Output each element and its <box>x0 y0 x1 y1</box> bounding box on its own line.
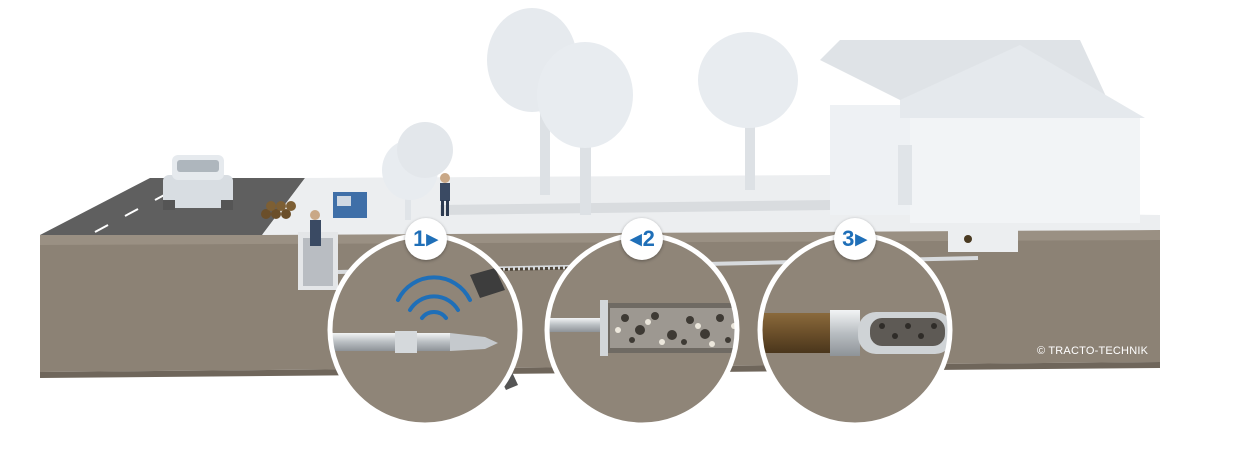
magnifier-step-1 <box>327 232 523 428</box>
step-number: 2 <box>642 226 655 251</box>
step-1-badge: 1 ▶ <box>405 218 447 260</box>
house <box>820 40 1145 223</box>
step-2-badge: ◀ 2 <box>621 218 663 260</box>
gravel <box>621 312 731 345</box>
step-3-badge: 3 ▶ <box>834 218 876 260</box>
arrow-right-icon: ▶ <box>855 230 867 248</box>
tree <box>382 122 453 220</box>
machine <box>333 192 367 218</box>
magnifier-step-2 <box>544 232 740 428</box>
copyright-notice: © TRACTO-TECHNIK <box>1037 345 1149 357</box>
target-pit <box>948 228 1018 252</box>
signal-icon <box>396 275 472 320</box>
magnifier-step-3 <box>757 232 953 428</box>
tree <box>698 32 798 190</box>
worker <box>440 173 450 216</box>
step-number: 3 <box>842 226 855 251</box>
car <box>163 155 233 210</box>
arrow-right-icon: ▶ <box>426 230 438 248</box>
launch-pit <box>298 210 338 290</box>
step-number: 1 <box>413 226 426 251</box>
pipe-stack <box>261 201 296 219</box>
tree <box>537 42 633 215</box>
arrow-left-icon: ◀ <box>630 230 642 248</box>
